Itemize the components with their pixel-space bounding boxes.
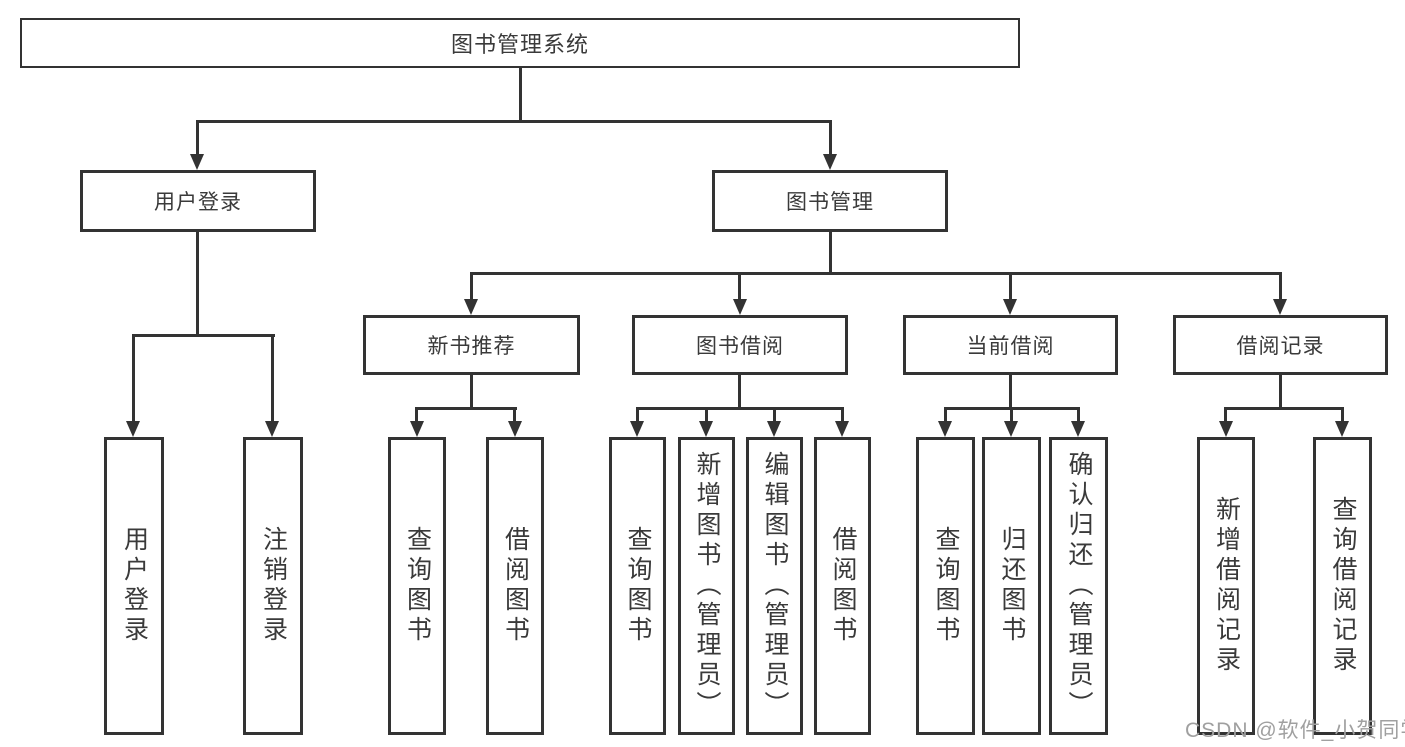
leaf-borrow-books-recommend: 借阅图书 — [486, 437, 544, 735]
leaf-label: 注销登录 — [259, 526, 288, 646]
leaf-label: 用户登录 — [120, 526, 149, 646]
leaf-logout: 注销登录 — [243, 437, 303, 735]
connector-arrow-icon — [1219, 421, 1233, 437]
connector-line — [1009, 375, 1012, 407]
node-borrowing-records: 借阅记录 — [1173, 315, 1388, 375]
connector-line — [829, 120, 832, 154]
connector-line — [1279, 375, 1282, 407]
node-book-management: 图书管理 — [712, 170, 948, 232]
connector-line — [738, 272, 741, 299]
leaf-label: 借阅图书 — [501, 526, 530, 646]
connector-arrow-icon — [1003, 299, 1017, 315]
connector-arrow-icon — [835, 421, 849, 437]
leaf-query-books-borrowing: 查询图书 — [609, 437, 666, 735]
connector-line — [841, 407, 844, 421]
connector-arrow-icon — [1004, 421, 1018, 437]
connector-line — [196, 232, 199, 334]
node-current-borrowing: 当前借阅 — [903, 315, 1118, 375]
leaf-add-books-admin: 新增图书（管理员） — [678, 437, 735, 735]
connector-line — [1224, 407, 1227, 421]
leaf-label: 编辑图书（管理员） — [761, 451, 789, 721]
leaf-label: 新增借阅记录 — [1212, 496, 1241, 676]
leaf-query-borrow-record: 查询借阅记录 — [1313, 437, 1372, 735]
connector-arrow-icon — [508, 421, 522, 437]
leaf-add-borrow-record: 新增借阅记录 — [1197, 437, 1255, 735]
connector-arrow-icon — [630, 421, 644, 437]
leaf-borrow-books-borrowing: 借阅图书 — [814, 437, 871, 735]
watermark: CSDN @软件_小贺同学 — [1185, 719, 1405, 742]
connector-arrow-icon — [767, 421, 781, 437]
node-book-borrowing: 图书借阅 — [632, 315, 848, 375]
leaf-confirm-return-admin: 确认归还（管理员） — [1049, 437, 1108, 735]
connector-line — [636, 407, 844, 410]
connector-line — [705, 407, 708, 421]
connector-line — [1224, 407, 1343, 410]
leaf-label: 查询图书 — [624, 526, 652, 646]
leaf-return-books: 归还图书 — [982, 437, 1041, 735]
connector-line — [1010, 407, 1013, 421]
connector-arrow-icon — [938, 421, 952, 437]
leaf-label: 归还图书 — [998, 526, 1026, 646]
connector-arrow-icon — [126, 421, 140, 437]
connector-line — [513, 407, 516, 421]
connector-arrow-icon — [410, 421, 424, 437]
connector-arrow-icon — [1335, 421, 1349, 437]
leaf-edit-books-admin: 编辑图书（管理员） — [746, 437, 803, 735]
connector-line — [470, 375, 473, 407]
leaf-label: 借阅图书 — [829, 526, 857, 646]
connector-arrow-icon — [190, 154, 204, 170]
connector-line — [271, 334, 274, 421]
leaf-label: 新增图书（管理员） — [693, 451, 721, 721]
connector-arrow-icon — [733, 299, 747, 315]
leaf-query-books-recommend: 查询图书 — [388, 437, 446, 735]
connector-line — [829, 232, 832, 272]
leaf-label: 查询借阅记录 — [1329, 496, 1357, 676]
connector-line — [470, 272, 1282, 275]
leaf-label: 查询图书 — [403, 526, 432, 646]
connector-line — [1341, 407, 1344, 421]
connector-arrow-icon — [823, 154, 837, 170]
node-library-system: 图书管理系统 — [20, 18, 1020, 68]
connector-arrow-icon — [265, 421, 279, 437]
connector-line — [773, 407, 776, 421]
leaf-query-books-current: 查询图书 — [916, 437, 975, 735]
connector-line — [519, 68, 522, 122]
connector-arrow-icon — [1273, 299, 1287, 315]
connector-line — [196, 120, 199, 154]
connector-arrow-icon — [464, 299, 478, 315]
connector-line — [196, 120, 832, 123]
leaf-user-login: 用户登录 — [104, 437, 164, 735]
node-new-book-recommendation: 新书推荐 — [363, 315, 580, 375]
connector-arrow-icon — [699, 421, 713, 437]
connector-line — [1077, 407, 1080, 421]
connector-line — [1009, 272, 1012, 299]
connector-line — [415, 407, 418, 421]
connector-arrow-icon — [1071, 421, 1085, 437]
connector-line — [636, 407, 639, 421]
connector-line — [132, 334, 275, 337]
node-user-login: 用户登录 — [80, 170, 316, 232]
connector-line — [1279, 272, 1282, 299]
connector-line — [738, 375, 741, 407]
connector-line — [415, 407, 517, 410]
connector-line — [132, 334, 135, 421]
leaf-label: 确认归还（管理员） — [1065, 451, 1093, 721]
connector-line — [470, 272, 473, 299]
connector-line — [944, 407, 947, 421]
leaf-label: 查询图书 — [932, 526, 960, 646]
